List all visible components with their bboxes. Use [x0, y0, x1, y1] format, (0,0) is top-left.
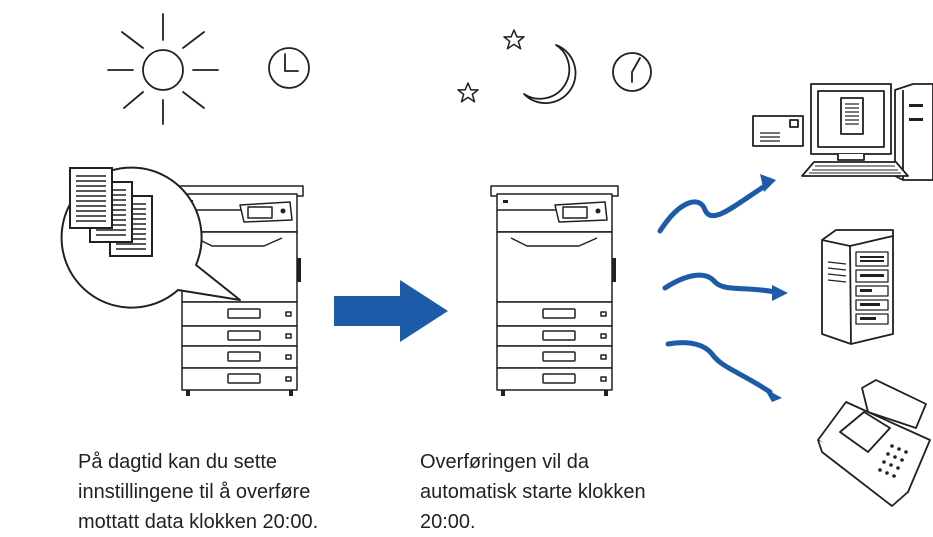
star-icon: [457, 29, 525, 103]
transmission-arrowheads: [760, 174, 788, 402]
day-caption-line: På dagtid kan du sette: [78, 451, 278, 473]
clock-icon: [268, 47, 310, 89]
clock-icon: [612, 52, 652, 92]
day-caption-line: mottatt data klokken 20:00.: [78, 511, 319, 533]
moon-icon: [523, 44, 577, 104]
sun-icon: [107, 13, 219, 125]
night-caption: Overføringen vil da automatisk starte kl…: [420, 447, 646, 537]
night-caption-line: automatisk starte klokken: [420, 481, 646, 503]
received-documents-callout: [60, 166, 241, 309]
computer-icon: [752, 83, 933, 181]
transmission-arrows: [657, 183, 778, 395]
fax-icon: [817, 379, 931, 507]
right-arrow-icon: [334, 280, 448, 342]
day-caption-line: innstillingene til å overføre: [78, 481, 311, 503]
day-caption: På dagtid kan du sette innstillingene ti…: [78, 447, 318, 537]
night-caption-line: Overføringen vil da: [420, 451, 589, 473]
server-icon: [821, 229, 894, 345]
night-caption-line: 20:00.: [420, 511, 476, 533]
printer-night: [490, 185, 619, 397]
